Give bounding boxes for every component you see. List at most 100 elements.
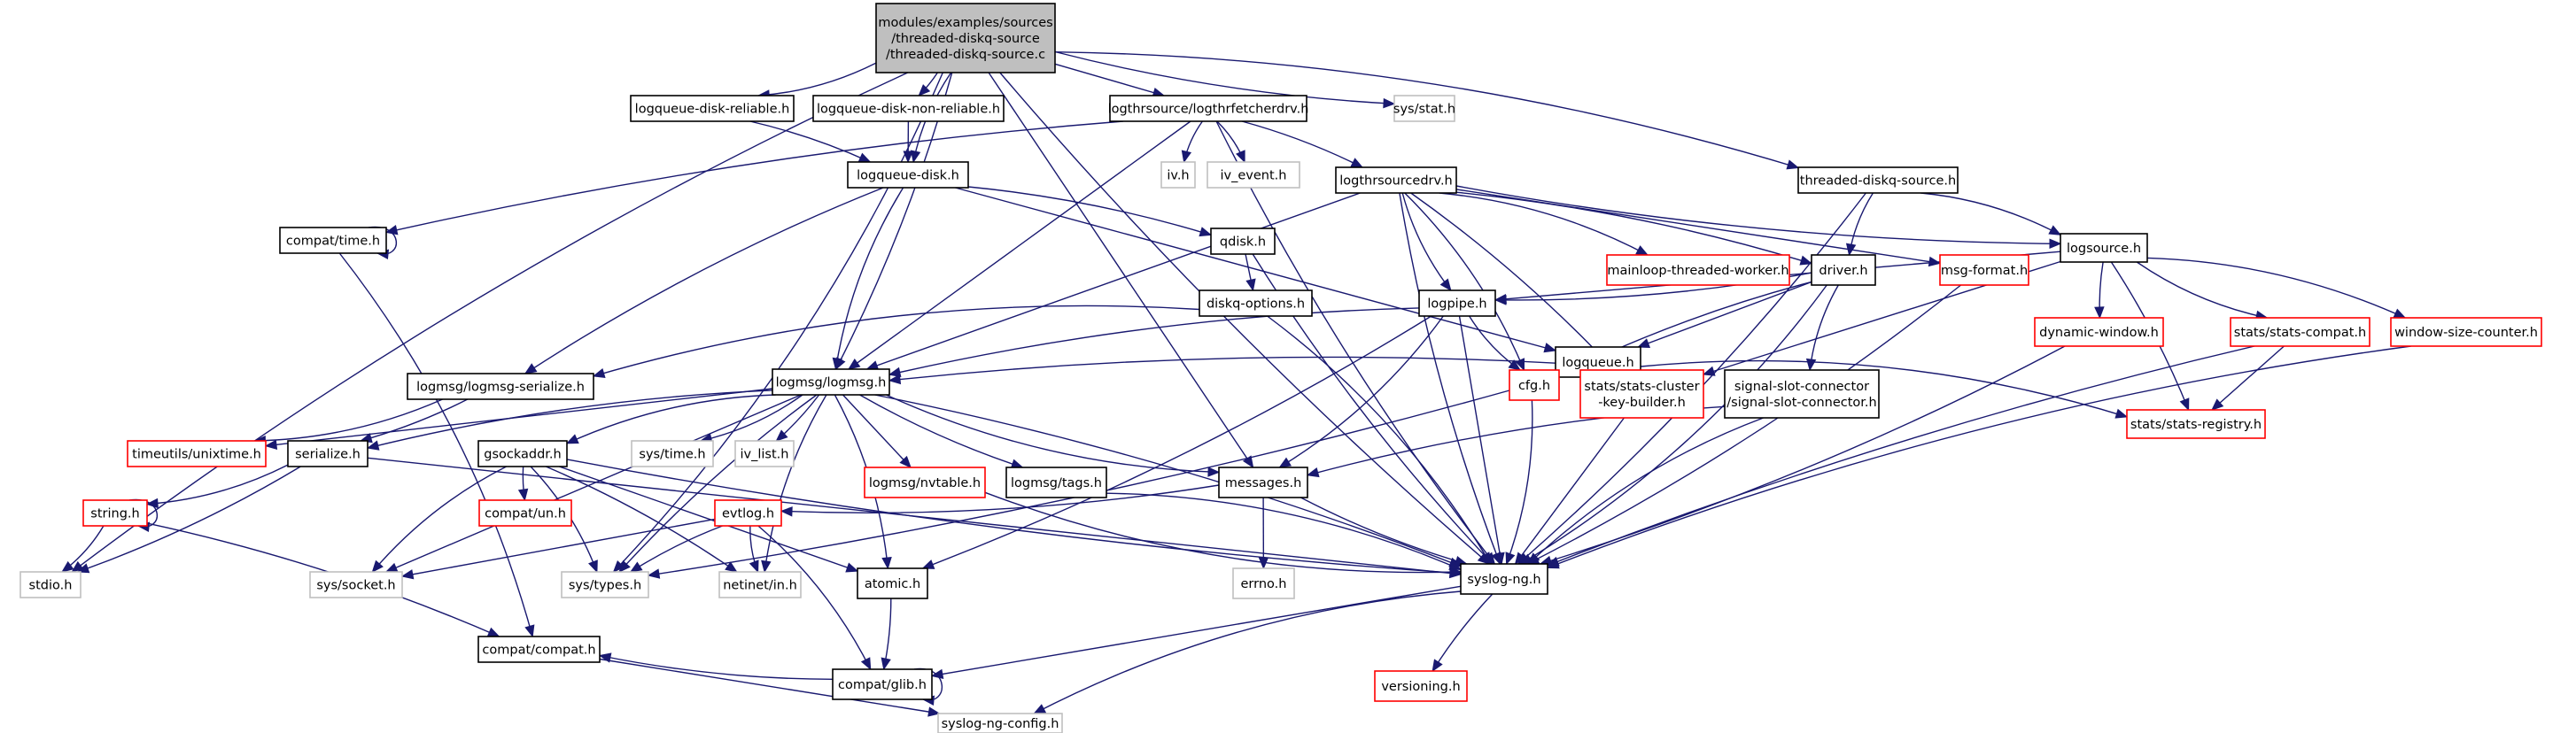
node-iv[interactable]: iv.h [1160, 161, 1196, 189]
edge-logmsg-to-tags [859, 394, 1024, 469]
node-errno[interactable]: errno.h [1232, 567, 1295, 599]
edge-line [859, 394, 1023, 468]
arrowhead [400, 569, 415, 580]
node-box [630, 95, 795, 122]
node-config[interactable]: syslog-ng-config.h [937, 713, 1063, 733]
node-label: modules/examples/sources [878, 16, 1052, 30]
node-compat[interactable]: compat/compat.h [477, 636, 601, 663]
node-dynwin[interactable]: dynamic-window.h [2034, 317, 2164, 347]
edge-logmsg-to-systime [699, 394, 803, 444]
arrowhead [2393, 308, 2407, 319]
node-tdsh[interactable]: threaded-diskq-source.h [1797, 166, 1959, 194]
arrowhead [832, 357, 843, 371]
node-wsc[interactable]: window-size-counter.h [2390, 317, 2542, 347]
node-glib[interactable]: compat/glib.h [832, 668, 933, 700]
node-versioning[interactable]: versioning.h [1374, 670, 1468, 702]
node-lmser[interactable]: logmsg/logmsg-serialize.h [407, 373, 594, 400]
node-logsource[interactable]: logsource.h [2060, 233, 2148, 263]
edge-messages-to-syslogng [1300, 497, 1468, 567]
node-box [1606, 254, 1790, 286]
arrowhead [2049, 238, 2062, 249]
edge-line [77, 466, 301, 573]
node-fetch[interactable]: logthrsource/logthrfetcherdrv.h [1108, 95, 1309, 122]
arrowhead [366, 440, 380, 451]
edge-logpipe-to-syslogng [1458, 315, 1505, 566]
node-stdio[interactable]: stdio.h [19, 571, 81, 598]
node-sysstat[interactable]: sys/stat.h [1393, 95, 1455, 122]
edge-line [1054, 51, 1799, 169]
edge-line [886, 394, 1220, 474]
node-lqd[interactable]: logqueue-disk.h [847, 161, 969, 189]
node-lqdnr[interactable]: logqueue-disk-non-reliable.h [812, 95, 1005, 122]
arrowhead [1480, 552, 1492, 566]
edge-line [1809, 284, 1839, 371]
arrowhead [612, 560, 625, 573]
node-ssc[interactable]: signal-slot-connector/signal-slot-connec… [1724, 369, 1880, 419]
node-unixtime[interactable]: timeutils/unixtime.h [127, 440, 267, 467]
node-lqdr[interactable]: logqueue-disk-reliable.h [630, 95, 795, 122]
node-label: diskq-options.h [1207, 297, 1305, 312]
node-driver[interactable]: driver.h [1811, 254, 1876, 286]
node-statscompat[interactable]: stats/stats-compat.h [2230, 317, 2370, 347]
edge-line [1401, 192, 1452, 291]
node-mtw[interactable]: mainloop-threaded-worker.h [1606, 254, 1790, 286]
edge-ssc-to-syslogng [1527, 417, 1764, 565]
node-serialize[interactable]: serialize.h [287, 440, 369, 467]
node-ivlist[interactable]: iv_list.h [734, 440, 795, 467]
node-label: compat/un.h [485, 507, 566, 521]
node-string[interactable]: string.h [82, 499, 148, 527]
arrowhead [1258, 557, 1269, 570]
edge-line [1241, 120, 1363, 168]
edge-ltsd-to-logpipe [1401, 192, 1452, 292]
node-logpipe[interactable]: logpipe.h [1418, 289, 1496, 317]
node-box [812, 95, 1005, 122]
node-evtlog[interactable]: evtlog.h [714, 499, 782, 527]
arrowhead [517, 488, 529, 502]
node-qdisk[interactable]: qdisk.h [1210, 228, 1276, 255]
node-compatun[interactable]: compat/un.h [478, 499, 572, 527]
node-atomic[interactable]: atomic.h [857, 567, 928, 599]
node-msgfmt[interactable]: msg-format.h [1939, 254, 2029, 286]
node-label: driver.h [1819, 264, 1867, 278]
node-systypes[interactable]: sys/types.h [561, 571, 649, 598]
edge-fetch-to-iv [1181, 120, 1203, 164]
arrowhead [1799, 255, 1813, 266]
node-box [2034, 317, 2164, 347]
edge-logmsg-to-netinet [761, 394, 827, 574]
node-ltsd[interactable]: logthrsourcedrv.h [1335, 166, 1457, 194]
arrowhead [921, 559, 935, 569]
node-box [864, 467, 986, 498]
edge-fetch-to-ctime [384, 120, 1123, 235]
node-logmsg[interactable]: logmsg/logmsg.h [772, 368, 890, 396]
arrowhead [860, 657, 872, 671]
node-statsreg[interactable]: stats/stats-registry.h [2126, 409, 2266, 439]
node-sckb[interactable]: stats/stats-cluster-key-builder.h [1579, 369, 1704, 419]
edge-line [2146, 257, 2406, 319]
node-box [631, 440, 714, 467]
node-label: iv.h [1167, 169, 1189, 183]
node-box [1797, 166, 1959, 194]
arrowhead [888, 366, 902, 378]
node-tags[interactable]: logmsg/tags.h [1005, 467, 1107, 498]
node-netinet[interactable]: netinet/in.h [718, 571, 802, 598]
node-diskqopt[interactable]: diskq-options.h [1199, 289, 1313, 317]
node-messages[interactable]: messages.h [1218, 467, 1308, 498]
edge-line [1520, 284, 1827, 565]
node-label: stats/stats-cluster [1584, 380, 1699, 394]
node-gsock[interactable]: gsockaddr.h [477, 440, 568, 467]
arrowhead [1432, 659, 1443, 673]
arrowhead [1805, 358, 1817, 372]
node-ivevent[interactable]: iv_event.h [1207, 161, 1300, 189]
node-syssocket[interactable]: sys/socket.h [309, 571, 403, 598]
node-cfg[interactable]: cfg.h [1509, 369, 1560, 401]
edge-line [367, 390, 773, 449]
node-syslogng[interactable]: syslog-ng.h [1460, 563, 1548, 595]
node-box [1418, 289, 1496, 317]
node-nvtable[interactable]: logmsg/nvtable.h [864, 467, 986, 498]
edge-root-to-lqdnr [918, 72, 938, 96]
node-systime[interactable]: sys/time.h [631, 440, 714, 467]
node-label: stats/stats-registry.h [2130, 418, 2262, 432]
node-ctime[interactable]: compat/time.h [279, 227, 387, 254]
arrowhead [1508, 359, 1522, 371]
edge-driver-to-syslogng [1519, 284, 1827, 565]
